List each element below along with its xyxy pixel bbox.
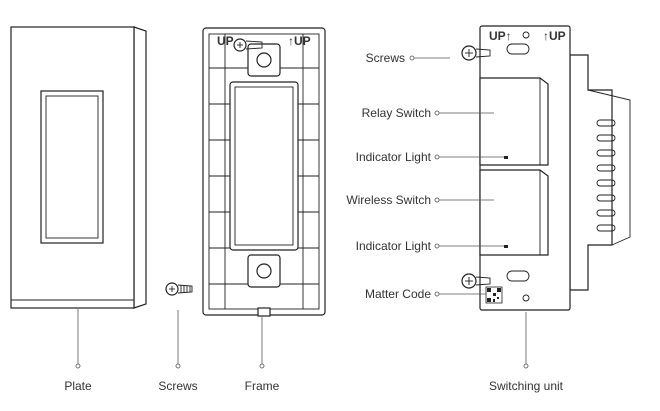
unit-up-left-mark: UP↑ <box>489 29 512 43</box>
screw-icon <box>165 282 193 296</box>
unit-up-right-mark: ↑UP <box>543 29 566 43</box>
label-screws-top: Screws <box>366 51 405 65</box>
qr-code-icon <box>485 286 503 304</box>
label-indicator-light-1: Indicator Light <box>356 150 432 164</box>
label-wireless-switch: Wireless Switch <box>346 193 431 207</box>
switching-unit-shape <box>461 25 631 311</box>
frame-shape <box>202 27 326 317</box>
label-frame: Frame <box>245 379 280 393</box>
frame-up-right-mark: ↑UP <box>288 34 311 48</box>
label-plate: Plate <box>64 379 92 393</box>
label-indicator-light-2: Indicator Light <box>356 239 432 253</box>
plate-shape <box>10 26 147 309</box>
label-relay-switch: Relay Switch <box>362 106 431 120</box>
label-switching-unit: Switching unit <box>489 379 564 393</box>
label-screws-bottom: Screws <box>158 379 197 393</box>
frame-up-left-mark: UP <box>217 34 234 48</box>
label-matter-code: Matter Code <box>365 287 431 301</box>
